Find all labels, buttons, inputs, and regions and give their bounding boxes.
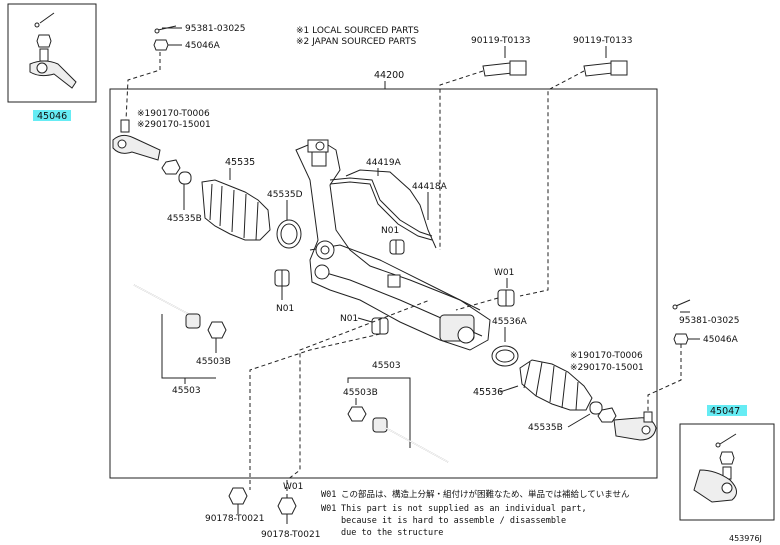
tie-rod-end-right — [613, 411, 657, 441]
n01-label-a: N01 — [381, 226, 399, 236]
part-number-45535b-right[interactable]: 45535B — [528, 423, 563, 433]
part-number-45535d[interactable]: 45535D — [267, 190, 303, 200]
part-number-45046[interactable]: 45046 — [37, 111, 67, 122]
steering-gear-housing — [295, 139, 491, 351]
bolt-top-right — [583, 60, 628, 77]
clip-right — [589, 401, 603, 415]
ref-right-local: ※190170-T0006 — [570, 351, 643, 361]
part-number-44419a[interactable]: 44419A — [366, 158, 402, 168]
part-number-45046a-right[interactable]: 45046A — [703, 335, 739, 345]
pipe-44419a — [329, 177, 433, 237]
note-local-sourced: ※1 LOCAL SOURCED PARTS — [296, 26, 419, 36]
lock-nut-right — [597, 407, 617, 423]
bushing-n01-c — [371, 317, 389, 335]
clip-left — [178, 171, 192, 185]
part-highlight-45046 — [33, 110, 71, 121]
w01-label-a: W01 — [494, 268, 514, 278]
cotter-pin — [154, 28, 160, 34]
part-number-45536[interactable]: 45536 — [473, 387, 503, 398]
part-number-45535b-left[interactable]: 45535B — [167, 214, 202, 224]
ref-left-local: ※190170-T0006 — [137, 109, 210, 119]
footnote-en-line3: due to the structure — [341, 528, 443, 538]
lock-nut-left — [161, 159, 181, 175]
part-number-45503b-left[interactable]: 45503B — [196, 357, 231, 367]
boot-right — [519, 359, 593, 411]
lock-nut-inner-left — [207, 321, 227, 339]
part-number-45503-right[interactable]: 45503 — [372, 361, 401, 371]
castle-nut-right — [673, 333, 689, 345]
lock-nut-inner-right — [347, 406, 367, 422]
ref-left-japan: ※290170-15001 — [137, 120, 211, 130]
part-number-90178-left[interactable]: 90178-T0021 — [205, 514, 264, 524]
bolt-top-left — [482, 60, 527, 77]
bushing-w01 — [497, 289, 515, 307]
ref-right-japan: ※290170-15001 — [570, 363, 644, 373]
n01-label-b: N01 — [276, 304, 294, 314]
footnote-jp-tag: W01 — [321, 490, 336, 500]
part-number-44200[interactable]: 44200 — [374, 70, 404, 81]
inner-rod-left — [133, 284, 201, 329]
bushing-left — [274, 269, 290, 287]
pipe-44418a — [345, 169, 437, 249]
part-number-90119-right[interactable]: 90119-T0133 — [573, 36, 632, 46]
boot-left — [201, 179, 271, 241]
inset-box-left — [7, 3, 97, 103]
tie-rod-end-left — [112, 119, 161, 161]
inset-right-parts — [693, 433, 737, 503]
nut-bottom-left — [228, 487, 248, 505]
bushing-n01-a — [389, 239, 405, 255]
part-number-95381-top[interactable]: 95381-03025 — [185, 24, 246, 34]
footnote-en-line2: because it is hard to assemble / disasse… — [341, 516, 566, 526]
part-number-45046a-top[interactable]: 45046A — [185, 41, 221, 51]
part-number-45047[interactable]: 45047 — [710, 406, 740, 417]
part-number-45503-left[interactable]: 45503 — [172, 386, 201, 396]
inner-rod-right — [372, 417, 449, 463]
castle-nut-top — [153, 39, 169, 51]
footnote-en-tag: W01 — [321, 504, 336, 514]
part-number-90119-left[interactable]: 90119-T0133 — [471, 36, 530, 46]
part-number-90178-right[interactable]: 90178-T0021 — [261, 530, 320, 540]
note-japan-sourced: ※2 JAPAN SOURCED PARTS — [296, 37, 416, 47]
part-number-45503b-right[interactable]: 45503B — [343, 388, 378, 398]
inset-left-parts — [29, 12, 77, 89]
footnote-jp-text: この部品は、構造上分解・組付けが困難なため、単品では補給していません — [341, 489, 630, 500]
inset-box-right — [679, 423, 775, 521]
part-number-45536a[interactable]: 45536A — [492, 317, 528, 327]
assembly-frame — [109, 88, 658, 479]
part-number-45535[interactable]: 45535 — [225, 157, 255, 168]
n01-label-c: N01 — [340, 314, 358, 324]
drawing-number: 453976J — [729, 534, 762, 543]
part-number-44418a[interactable]: 44418A — [412, 182, 448, 192]
footnote-en-line1: This part is not supplied as an individu… — [341, 504, 587, 514]
clamp-right — [491, 345, 519, 367]
w01-label-nut: W01 — [283, 482, 303, 492]
part-number-95381-right[interactable]: 95381-03025 — [679, 316, 740, 326]
nut-bottom-right — [277, 497, 297, 515]
part-highlight-45047 — [707, 405, 747, 416]
cotter-pin-right — [672, 304, 678, 310]
